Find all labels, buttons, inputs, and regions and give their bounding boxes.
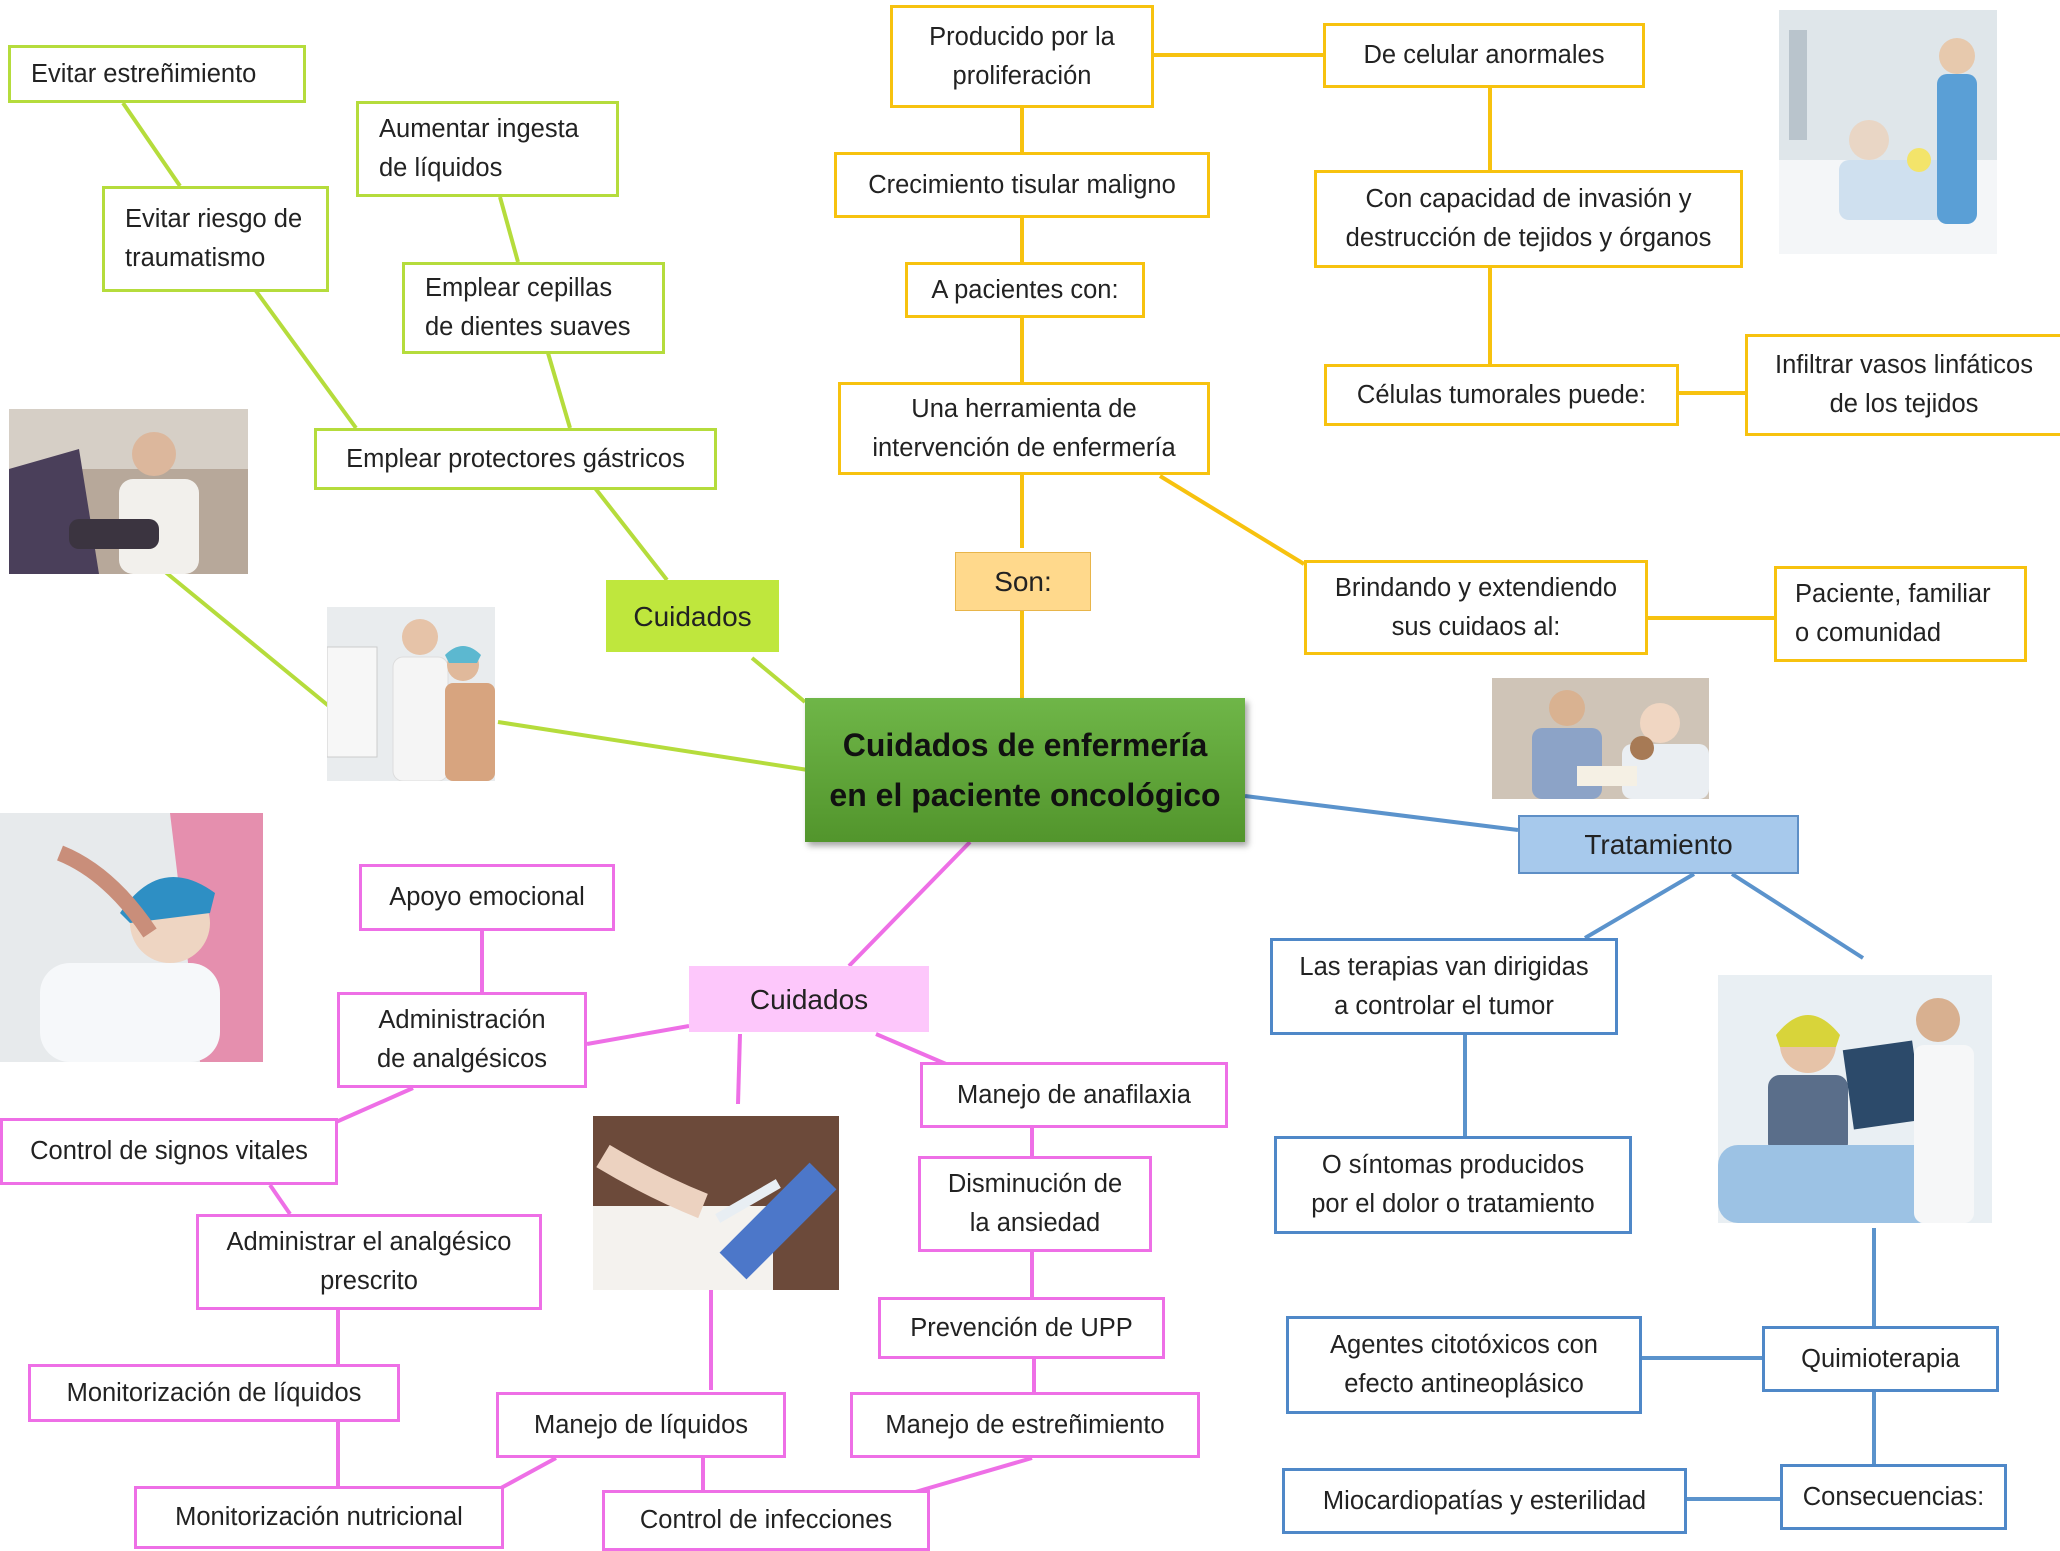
patient-smiling-photo: [9, 409, 248, 574]
node-celulas-tumorales: Células tumorales puede:: [1324, 364, 1679, 426]
node-evitar-estrenimiento: Evitar estreñimiento: [8, 45, 306, 103]
category-cuidados-green: Cuidados: [606, 580, 779, 652]
node-administracion-analgesicos: Administración de analgésicos: [337, 992, 587, 1088]
category-tratamiento: Tratamiento: [1518, 815, 1799, 874]
node-apoyo-emocional: Apoyo emocional: [359, 864, 615, 931]
category-cuidados-pink: Cuidados: [689, 966, 929, 1032]
node-crecimiento: Crecimiento tisular maligno: [834, 152, 1210, 218]
node-celular-anormales: De celular anormales: [1323, 23, 1645, 88]
iv-syringe-photo: [593, 1116, 839, 1290]
node-administrar-prescrito: Administrar el analgésico prescrito: [196, 1214, 542, 1310]
nurse-elderly-patient-photo: [0, 813, 263, 1062]
node-evitar-traumatismo: Evitar riesgo de traumatismo: [102, 186, 329, 292]
node-monitorizacion-liquidos: Monitorización de líquidos: [28, 1364, 400, 1422]
node-protectores: Emplear protectores gástricos: [314, 428, 717, 490]
node-consecuencias: Consecuencias:: [1780, 1464, 2007, 1530]
node-disminucion-ansiedad: Disminución de la ansiedad: [918, 1156, 1152, 1252]
node-paciente-familiar: Paciente, familiar o comunidad: [1774, 566, 2027, 662]
node-prevencion-upp: Prevención de UPP: [878, 1297, 1165, 1359]
node-herramienta: Una herramienta de intervención de enfer…: [838, 382, 1210, 475]
node-aumentar-liquidos: Aumentar ingesta de líquidos: [356, 101, 619, 197]
node-infiltrar: Infiltrar vasos linfáticos de los tejido…: [1745, 334, 2060, 436]
node-control-infecciones: Control de infecciones: [602, 1490, 930, 1551]
node-quimioterapia: Quimioterapia: [1762, 1326, 1999, 1392]
node-invasion: Con capacidad de invasión y destrucción …: [1314, 170, 1743, 268]
blue-connectors: [1244, 794, 1876, 1501]
green-connectors: [121, 101, 809, 772]
node-brindando: Brindando y extendiendo sus cuidaos al:: [1304, 560, 1648, 655]
node-sintomas: O síntomas producidos por el dolor o tra…: [1274, 1136, 1632, 1234]
node-manejo-liquidos: Manejo de líquidos: [496, 1392, 786, 1458]
node-producido: Producido por la proliferación: [890, 5, 1154, 108]
node-manejo-estrenimiento: Manejo de estreñimiento: [850, 1392, 1200, 1458]
node-pacientes-con: A pacientes con:: [905, 262, 1145, 318]
doctor-patient-screen-photo: [327, 607, 495, 781]
node-monitorizacion-nutricional: Monitorización nutricional: [134, 1486, 504, 1549]
central-topic: Cuidados de enfermería en el paciente on…: [805, 698, 1245, 842]
node-control-signos: Control de signos vitales: [0, 1118, 338, 1185]
node-agentes-citotoxicos: Agentes citotóxicos con efecto antineopl…: [1286, 1316, 1642, 1414]
yellow-connectors: [1020, 53, 1774, 698]
nurse-patient-bed-photo: [1779, 10, 1997, 254]
node-miocardiopatias: Miocardiopatías y esterilidad: [1282, 1468, 1687, 1534]
magenta-connectors: [268, 840, 1036, 1497]
family-reading-photo: [1492, 678, 1709, 799]
node-cepillas: Emplear cepillas de dientes suaves: [402, 262, 665, 354]
node-terapias: Las terapias van dirigidas a controlar e…: [1270, 938, 1618, 1035]
category-son: Son:: [955, 552, 1091, 611]
node-manejo-anafilaxia: Manejo de anafilaxia: [920, 1062, 1228, 1128]
doctor-xray-patient-photo: [1718, 975, 1992, 1223]
